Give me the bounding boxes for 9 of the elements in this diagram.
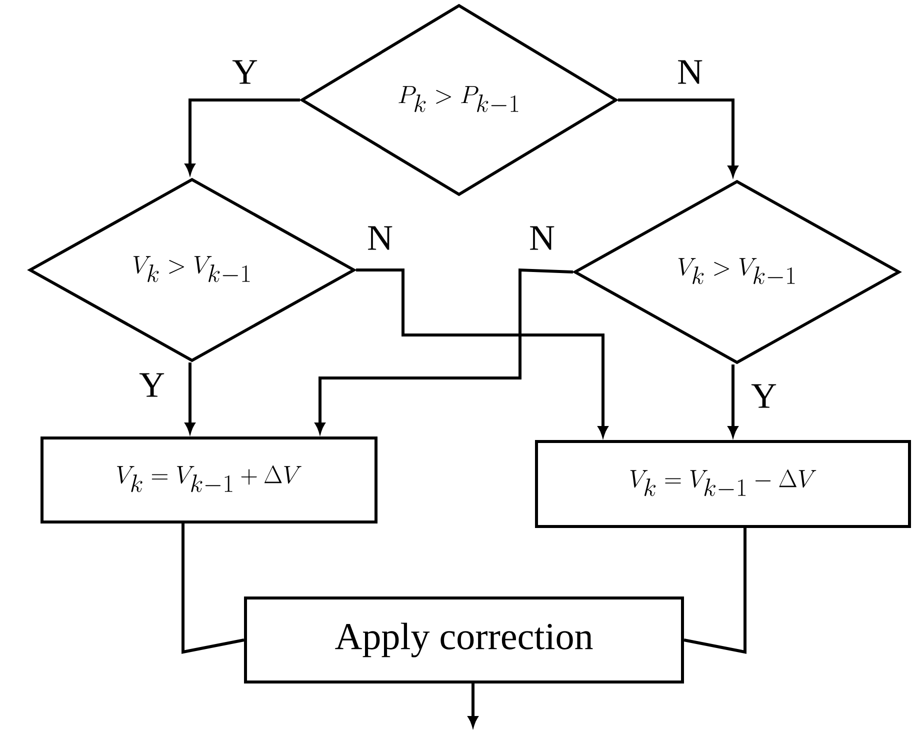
edge-label: Y <box>750 383 778 409</box>
process-box: Apply correction <box>244 596 684 684</box>
edge-label: Y <box>138 372 166 398</box>
process-box: $V_k=V_{k-1}-\Delta V$ <box>535 440 911 528</box>
edge-label: Y <box>231 59 259 85</box>
process-box: $V_k=V_{k-1}+\Delta V$ <box>40 436 378 524</box>
edge-label: N <box>676 59 704 85</box>
edge-label: N <box>528 225 556 251</box>
edge-label: N <box>366 225 394 251</box>
